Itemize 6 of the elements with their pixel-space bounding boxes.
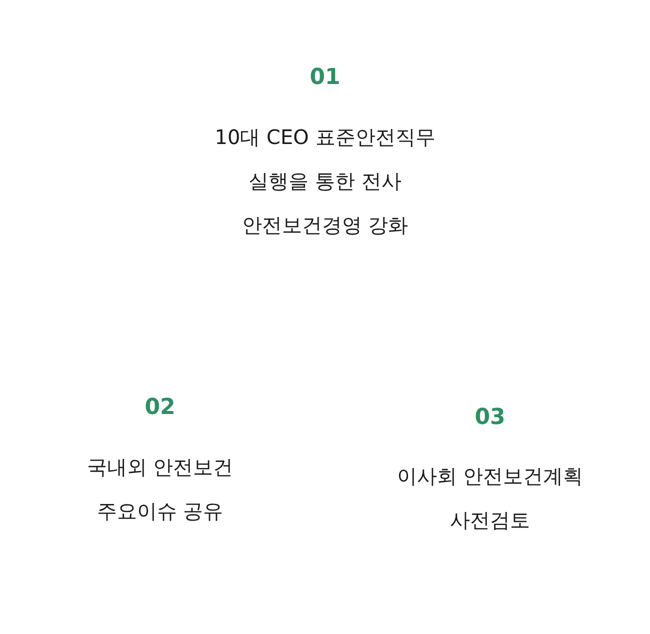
step-number: 02 xyxy=(144,394,176,422)
step-description: 이사회 안전보건계획 사전검토 xyxy=(396,463,584,534)
step-description: 국내외 안전보건 주요이슈 공유 xyxy=(86,454,234,525)
step-description: 10대 CEO 표준안전직무 실행을 통한 전사 안전보건경영 강화 xyxy=(214,124,436,239)
step-number: 01 xyxy=(310,64,340,92)
step-number: 03 xyxy=(474,404,506,432)
